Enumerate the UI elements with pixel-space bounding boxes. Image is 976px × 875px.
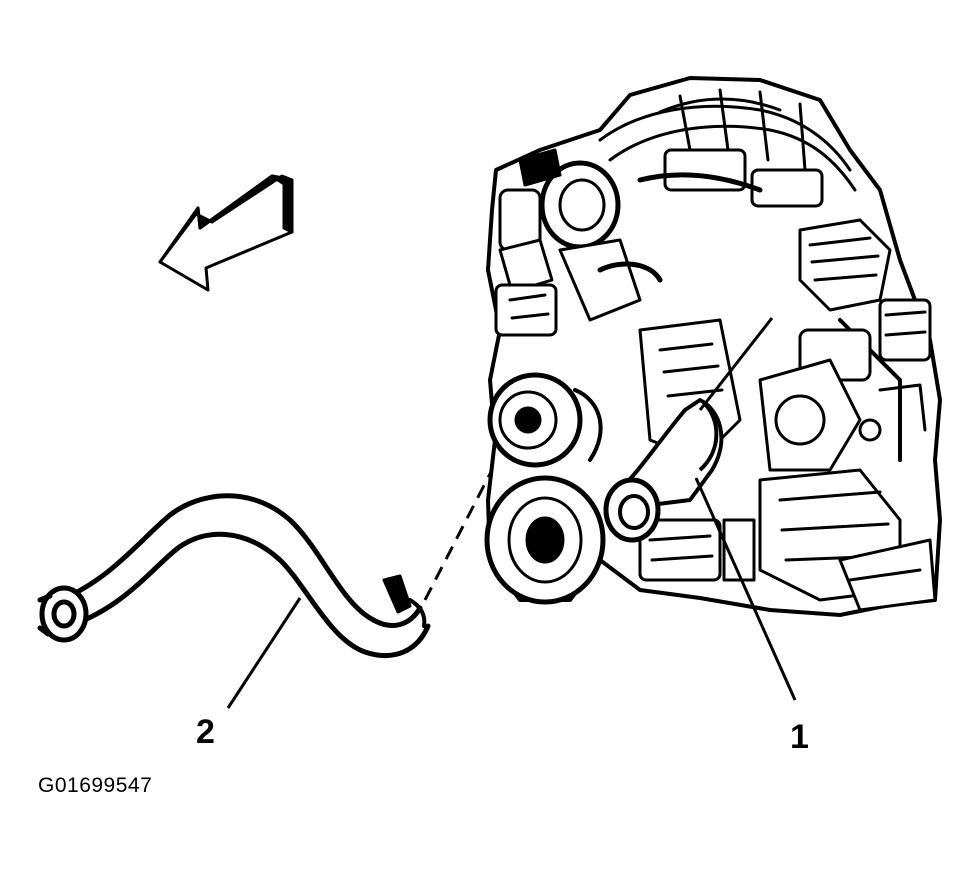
callout-label-1: 1 [790,718,809,756]
figure-id-label: G01699547 [38,774,153,797]
callout-1-leader [694,477,797,701]
engine-assembly [484,76,942,617]
callout-2-leader [226,597,302,709]
heater-hose [37,493,431,658]
callout-label-2: 2 [196,713,215,751]
callout-1-leader-top [698,317,774,411]
connection-dash-line [423,469,494,601]
front-direction-arrow-icon [158,174,294,292]
